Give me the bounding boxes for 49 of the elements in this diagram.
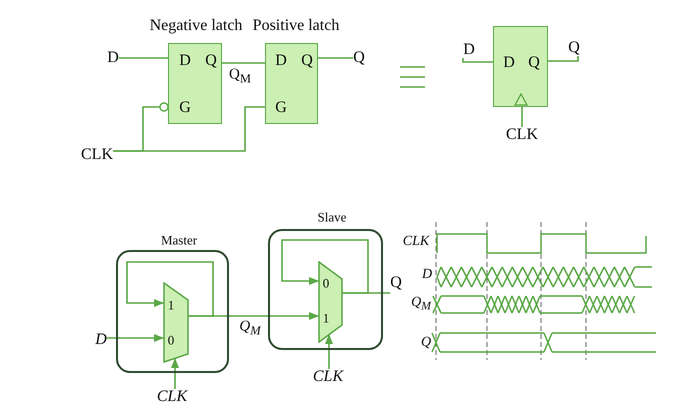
block-title: Master xyxy=(160,234,198,246)
block-title: Slave xyxy=(318,210,346,224)
wire xyxy=(521,107,523,127)
block-title: Negative latch xyxy=(150,18,242,34)
signal-label: D xyxy=(463,42,475,58)
signal-label: CLK xyxy=(156,389,188,405)
signal-label: CLK xyxy=(402,235,430,249)
wire xyxy=(222,62,265,64)
pin-label: D xyxy=(275,53,287,69)
signal-label: Q xyxy=(420,336,432,350)
signal-label: Q$_{M}$ xyxy=(411,296,431,312)
wire xyxy=(325,334,333,369)
wire xyxy=(548,56,579,62)
wire xyxy=(126,261,214,317)
input-label: 0 xyxy=(168,334,174,346)
wire xyxy=(113,106,265,152)
block-title: Positive latch xyxy=(252,18,340,34)
wire xyxy=(281,239,369,294)
input-label: 1 xyxy=(322,312,330,324)
signal-label: CLK xyxy=(81,147,113,163)
edge-label: Q$_{M}$ xyxy=(228,67,252,85)
wire xyxy=(318,57,354,59)
multiplexer xyxy=(319,262,342,342)
pin-label: D xyxy=(179,53,191,69)
signal-label: D xyxy=(422,268,432,282)
multiplexer xyxy=(164,283,188,362)
input-label: 1 xyxy=(168,298,174,312)
signal-label: Q xyxy=(568,40,580,56)
pin-label: Q xyxy=(205,53,217,69)
signal-label: D xyxy=(95,332,107,348)
pin-label: Q xyxy=(528,55,540,71)
pin-label: Q xyxy=(301,53,313,69)
wire xyxy=(118,57,168,59)
pin-label: D xyxy=(503,55,515,71)
pin-label: G xyxy=(179,100,191,116)
wire xyxy=(106,334,164,342)
input-label: 0 xyxy=(322,276,330,290)
wire xyxy=(171,358,179,389)
signal-label: Q xyxy=(353,50,365,66)
wire xyxy=(188,312,319,320)
signal-label: Q xyxy=(390,275,402,291)
wire xyxy=(462,58,493,63)
flip-flop-box xyxy=(493,26,548,107)
edge-label: Q$_{M}$ xyxy=(238,319,262,337)
wire xyxy=(342,292,390,294)
signal-label: CLK xyxy=(506,127,538,143)
pin-label: G xyxy=(275,100,287,116)
signal-label: CLK xyxy=(312,369,344,385)
signal-label: D xyxy=(107,50,119,66)
